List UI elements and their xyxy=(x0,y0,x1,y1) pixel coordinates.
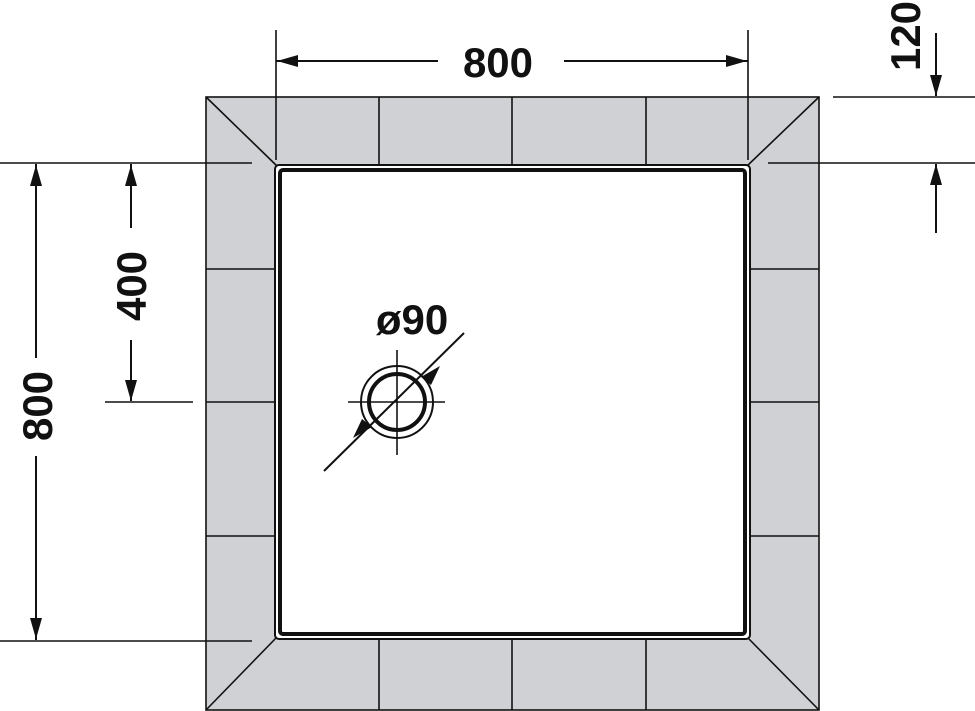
border-arrow-top xyxy=(930,75,942,96)
offset-label: 400 xyxy=(108,251,155,321)
tray-inner-edge xyxy=(278,168,747,636)
border-arrow-bottom xyxy=(930,164,942,185)
tile-joints xyxy=(205,96,820,711)
height-dimension: 800 xyxy=(0,162,252,642)
height-label: 800 xyxy=(14,371,61,441)
width-arrow-left xyxy=(277,55,298,67)
border-dimension: 120 xyxy=(768,1,975,233)
width-label: 800 xyxy=(463,39,533,86)
width-dimension: 800 xyxy=(275,30,749,160)
drain-inner-ring xyxy=(367,372,427,432)
drain-arrow-upper xyxy=(421,366,440,385)
border-label: 120 xyxy=(882,1,929,71)
drain: ø90 xyxy=(323,296,465,472)
drain-outer-ring xyxy=(360,365,434,439)
drain-diameter-label: ø90 xyxy=(376,296,448,343)
drain-diameter-leader xyxy=(323,332,465,472)
shower-tray xyxy=(274,164,751,640)
offset-arrow-bottom xyxy=(125,380,137,401)
drain-offset-dimension: 400 xyxy=(105,164,193,403)
height-arrow-top xyxy=(30,165,42,186)
drain-arrow-lower xyxy=(353,419,372,438)
height-arrow-bottom xyxy=(30,618,42,639)
width-arrow-right xyxy=(726,55,747,67)
offset-arrow-top xyxy=(125,165,137,186)
